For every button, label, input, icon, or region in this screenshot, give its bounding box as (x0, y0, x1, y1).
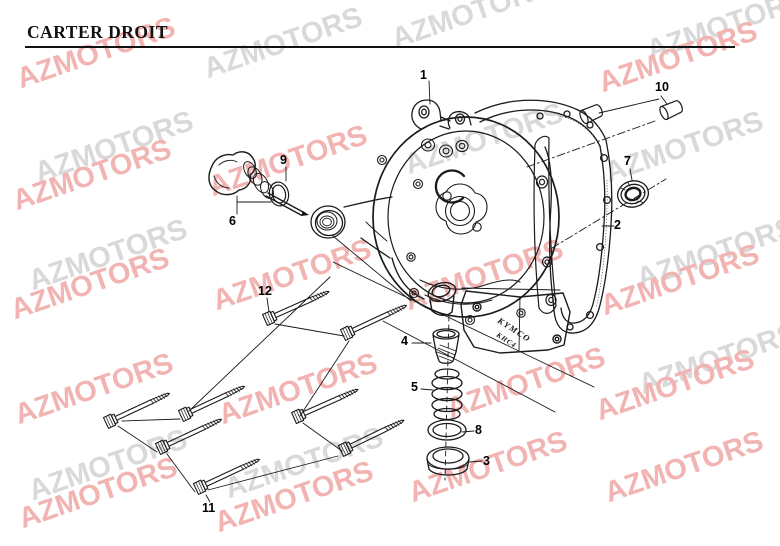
part-label-7: 7 (624, 154, 631, 168)
bolt (192, 453, 263, 495)
bolt (177, 380, 248, 422)
stack-axis-line (444, 315, 450, 481)
bolt (262, 285, 332, 327)
bolt (337, 414, 408, 457)
part-label-2: 2 (614, 218, 621, 232)
callout-lines (117, 80, 668, 503)
part-label-11: 11 (202, 501, 216, 515)
part-label-9: 9 (280, 153, 287, 167)
part-label-12: 12 (258, 284, 272, 298)
title-rule (25, 46, 735, 48)
spring (431, 368, 463, 421)
part-label-5: 5 (411, 380, 418, 394)
page-title: CARTER DROIT (27, 22, 169, 42)
part-label-6: 6 (229, 214, 236, 228)
oil-seal (616, 180, 650, 208)
dowel-pins (577, 98, 685, 126)
dipstick-cap (208, 151, 309, 216)
bolt (291, 383, 361, 425)
part-label-8: 8 (475, 423, 482, 437)
part-label-3: 3 (483, 454, 490, 468)
filler-neck (310, 196, 393, 259)
bolt (102, 387, 173, 429)
part-label-1: 1 (420, 68, 427, 82)
drain-cap (426, 446, 470, 476)
part-label-10: 10 (655, 80, 669, 94)
cover-top-lug (411, 99, 472, 130)
assembly-axis-lines (526, 120, 667, 249)
cover-outline (372, 116, 560, 318)
bolt-group (102, 285, 410, 495)
bolt (339, 299, 410, 341)
dipstick-oring (268, 181, 290, 207)
gasket-outline (474, 99, 613, 334)
strainer-cup (432, 328, 460, 364)
oring-large (427, 419, 467, 441)
part-label-4: 4 (401, 334, 408, 348)
bolt (154, 413, 225, 455)
